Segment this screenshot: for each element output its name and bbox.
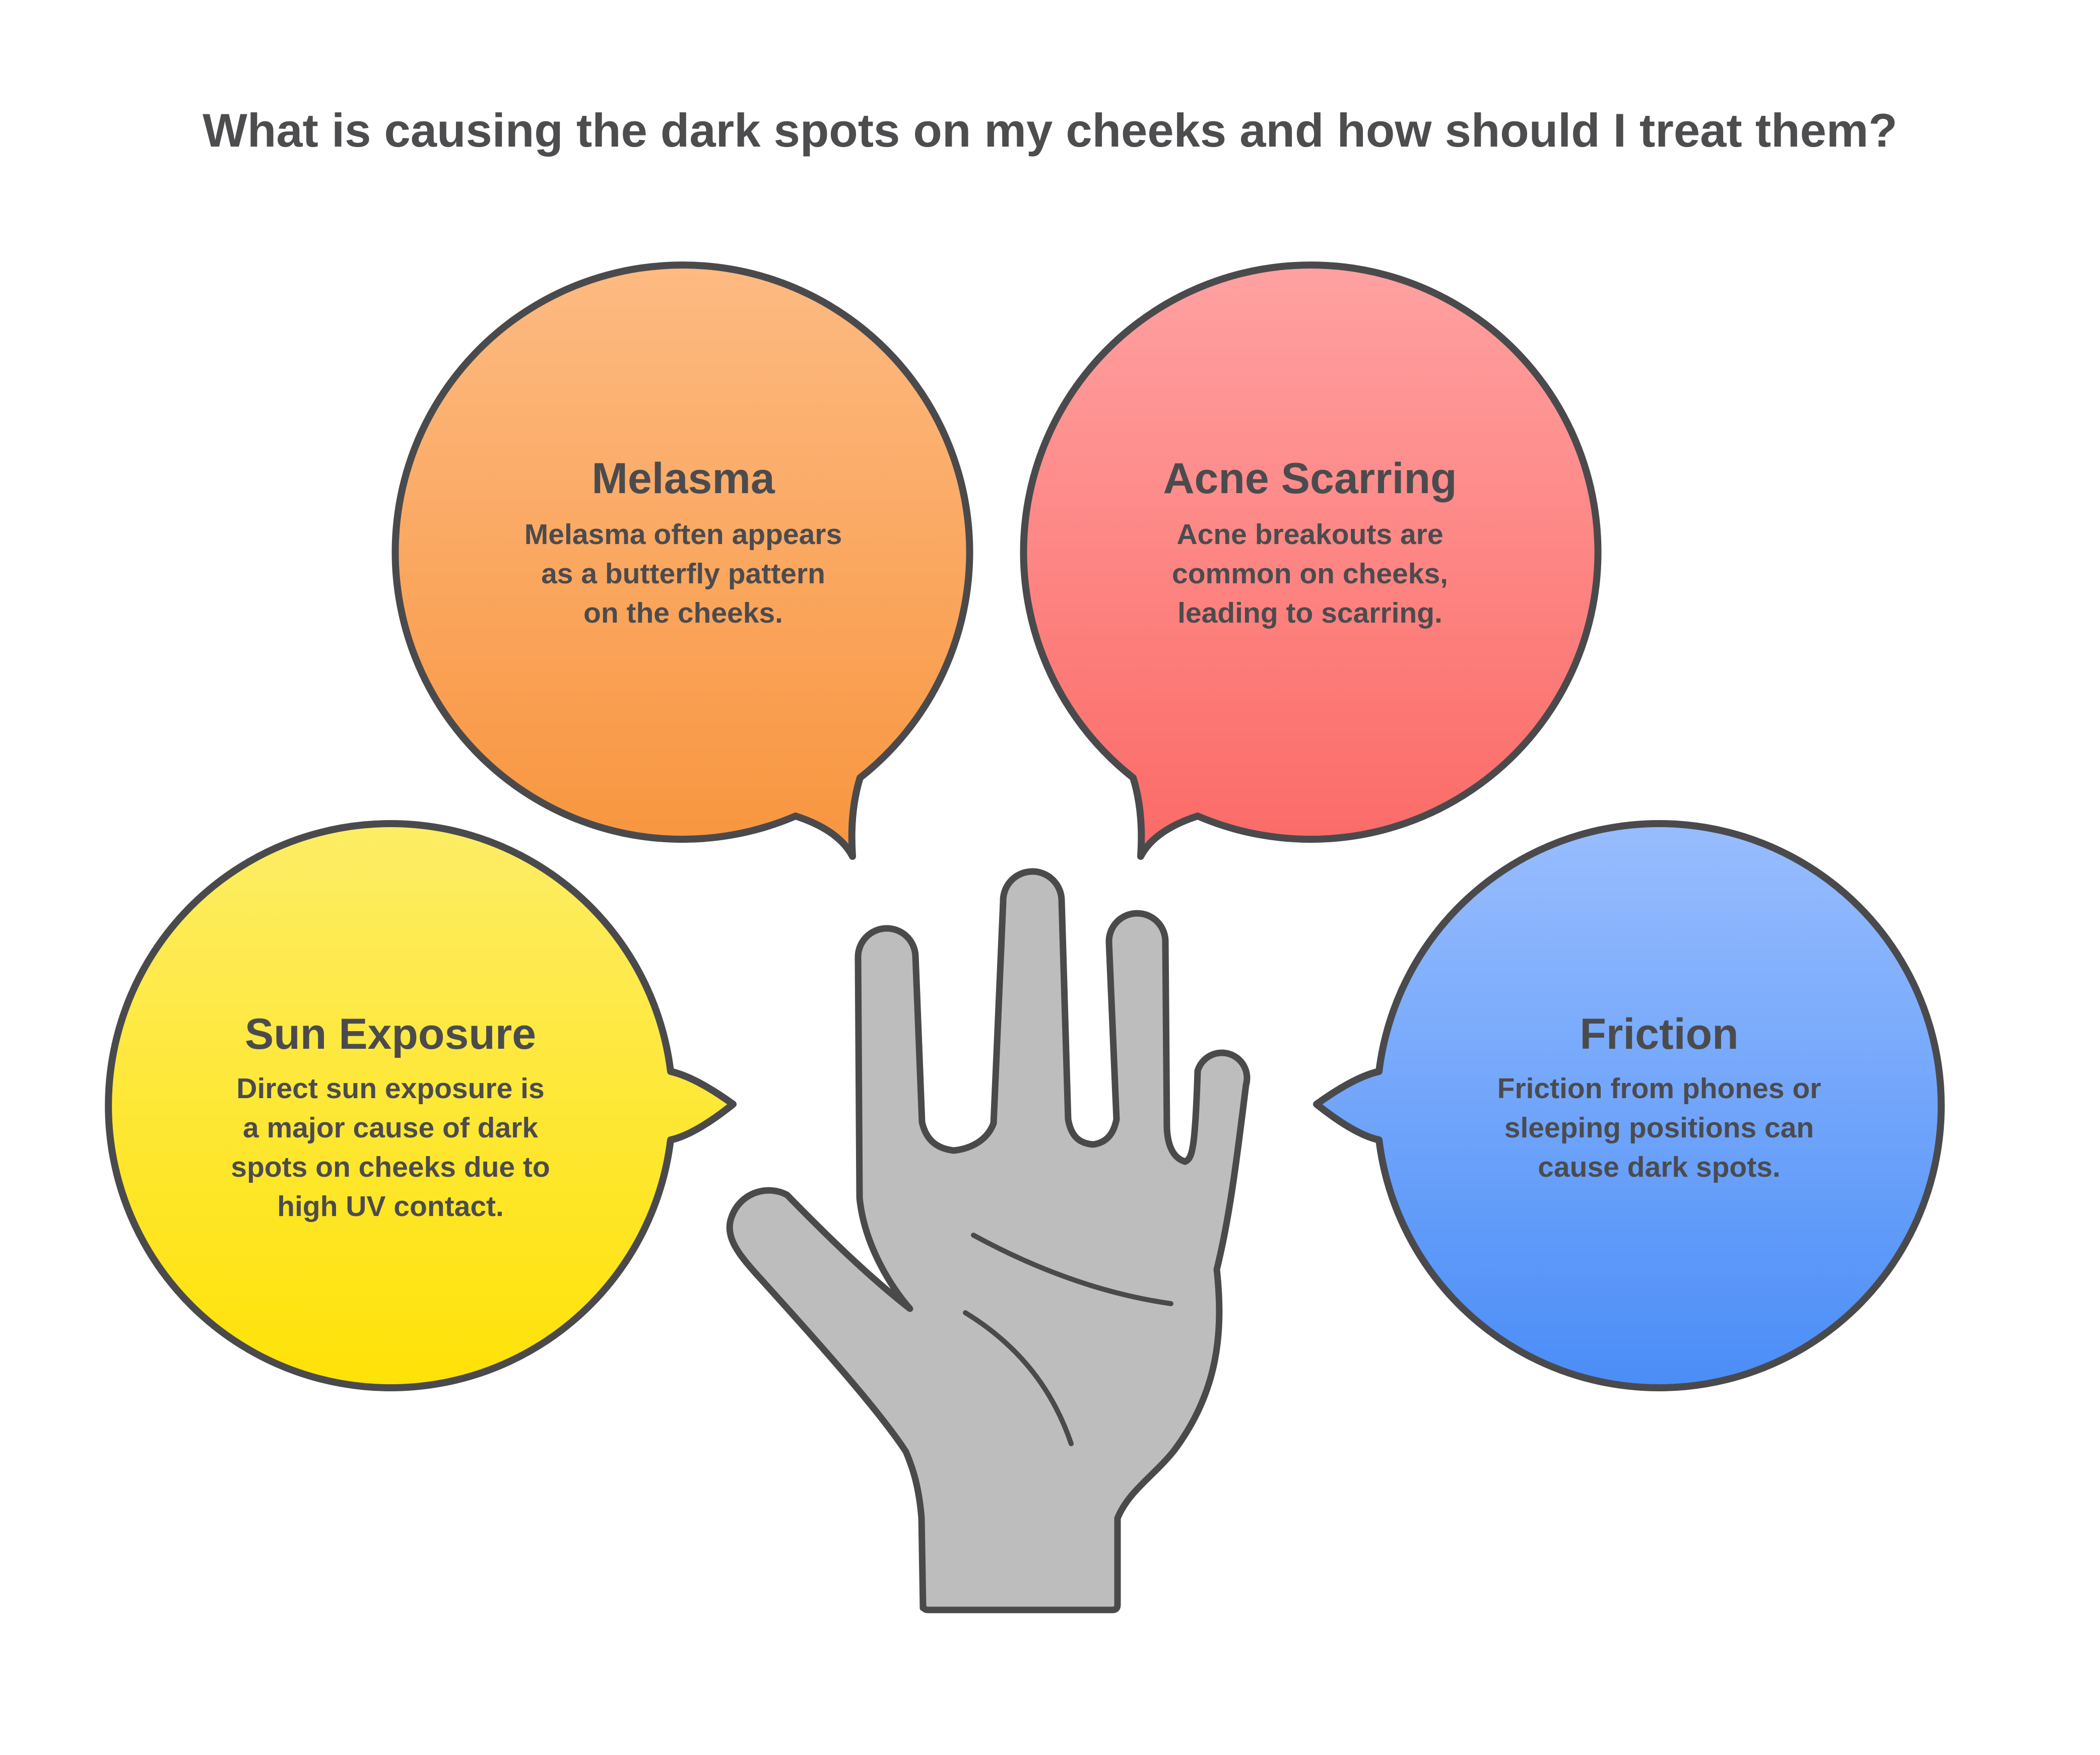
speech-bubble-acne-scarring: [1020, 261, 1602, 860]
bubble-body-sun-exposure: Direct sun exposure is a major cause of …: [231, 1072, 550, 1223]
speech-bubble-friction: [1313, 820, 1945, 1391]
bubble-body-acne-scarring: Acne breakouts are common on cheeks, lea…: [1172, 518, 1448, 629]
bubble-heading-melasma: Melasma: [592, 454, 775, 503]
palm-crease-line-lower: [963, 1310, 1074, 1446]
page-title: What is causing the dark spots on my che…: [203, 104, 1897, 157]
bubble-heading-friction: Friction: [1580, 1010, 1739, 1058]
bubble-heading-acne-scarring: Acne Scarring: [1163, 454, 1457, 503]
speech-bubble-melasma: [391, 261, 973, 860]
palm-crease-line-upper: [971, 1233, 1173, 1306]
bubble-heading-sun-exposure: Sun Exposure: [244, 1010, 537, 1058]
open-hand-icon: [726, 868, 1251, 1613]
speech-bubble-sun-exposure: [105, 820, 737, 1391]
bubble-body-melasma: Melasma often appears as a butterfly pat…: [524, 518, 842, 629]
bubble-body-friction: Friction from phones or sleeping positio…: [1497, 1072, 1821, 1183]
